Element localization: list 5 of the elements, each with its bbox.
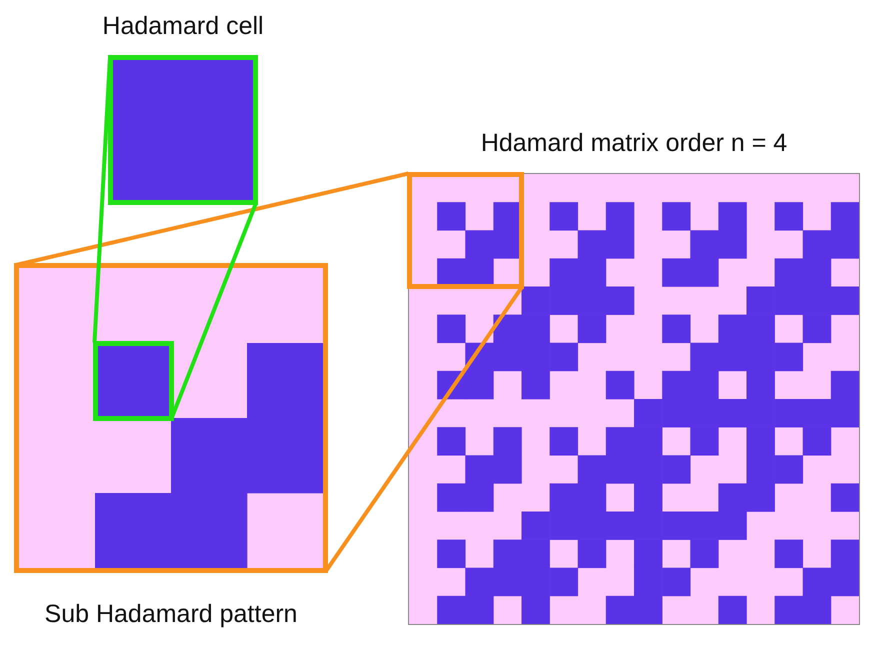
cell-caption: Hadamard cell [102, 12, 264, 41]
highlight-frame [92, 340, 174, 420]
matrix-title: Hdamard matrix order n = 4 [480, 129, 788, 158]
pattern-caption: Sub Hadamard pattern [44, 600, 298, 629]
highlight-frame [406, 172, 524, 289]
